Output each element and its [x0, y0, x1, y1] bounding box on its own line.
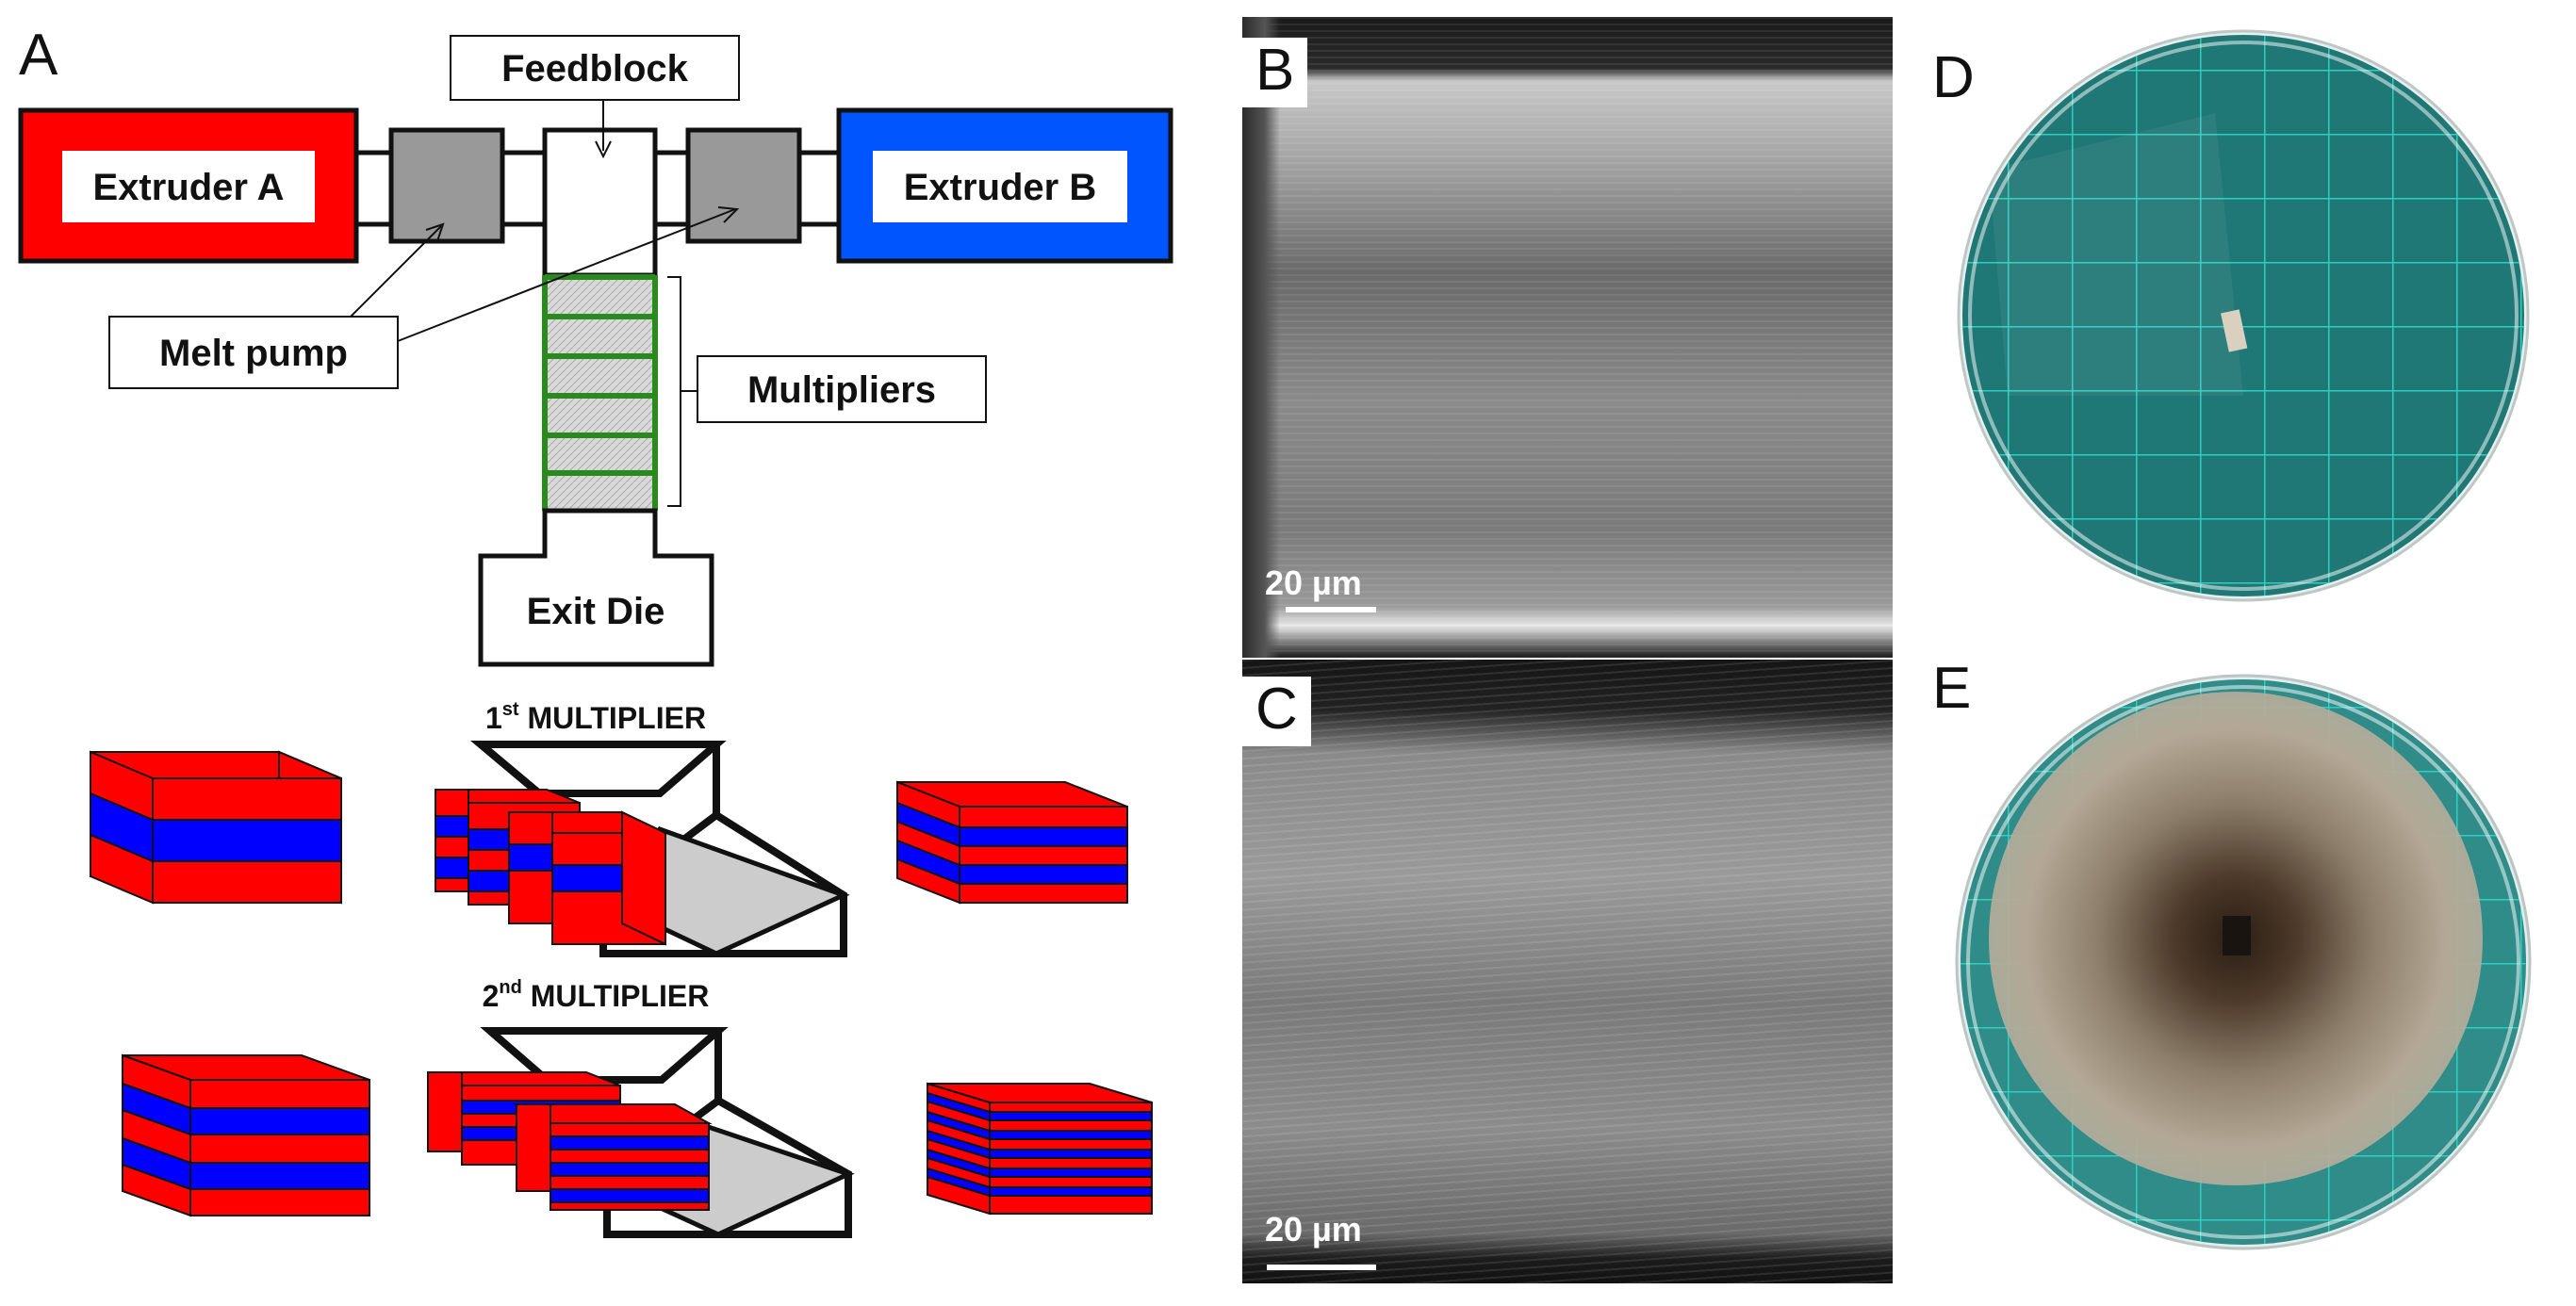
panel-label-b: B — [1242, 38, 1308, 107]
multiplier-2-halves — [427, 1071, 713, 1211]
panel-label-a: A — [19, 23, 58, 88]
panel-label-d: D — [1932, 45, 1975, 110]
scale-label-b: 20 µm — [1265, 563, 1362, 602]
extruder-a-label: Extruder A — [92, 167, 284, 208]
block-5-layer — [896, 780, 1128, 905]
multiplier-2-title: 2nd MULTIPLIER — [483, 977, 710, 1013]
micrograph-b — [1242, 17, 1893, 658]
petri-dish-d — [1957, 29, 2530, 602]
scale-bar-b — [1286, 607, 1376, 612]
melt-pump-right — [685, 127, 802, 244]
extruder-b-label: Extruder B — [904, 167, 1097, 208]
exit-die — [478, 508, 714, 667]
multiplier-1-halves — [435, 789, 666, 946]
petri-dish-e — [1955, 674, 2532, 1250]
panel-label-c: C — [1242, 677, 1311, 746]
micrograph-c — [1242, 660, 1893, 1283]
multipliers-label: Multipliers — [747, 369, 936, 411]
extruder-a: Extruder A — [18, 107, 359, 264]
block-5-layer-row2 — [122, 1053, 370, 1217]
extruder-b: Extruder B — [836, 107, 1173, 264]
pipes — [356, 150, 839, 227]
feedblock — [542, 127, 658, 278]
block-3-layer — [90, 750, 342, 905]
panel-label-e: E — [1932, 656, 1972, 721]
multiplier-1-title: 1st MULTIPLIER — [485, 699, 706, 735]
scale-label-c: 20 µm — [1265, 1210, 1362, 1249]
block-many-layer — [927, 1082, 1153, 1216]
coextrusion-diagram: Extruder A Extruder B Feedblock Multipli… — [18, 35, 1173, 1238]
feedblock-label: Feedblock — [501, 48, 689, 90]
melt-pump-label: Melt pump — [159, 333, 348, 374]
scale-bar-c — [1267, 1265, 1376, 1270]
multiplier-stack — [542, 274, 658, 511]
exit-die-label: Exit Die — [527, 591, 665, 632]
melt-pump-left — [388, 127, 505, 244]
